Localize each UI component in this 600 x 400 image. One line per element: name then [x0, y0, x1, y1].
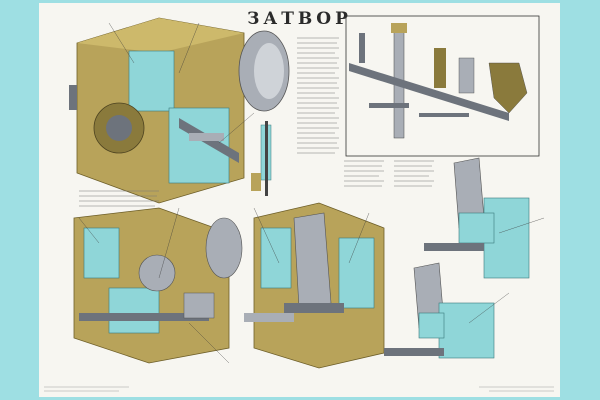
poster-drawing	[44, 15, 554, 392]
left-frame	[0, 0, 39, 400]
main-breech-assembly-illustration	[69, 17, 290, 204]
poster-title: ЗАТВОР	[247, 9, 352, 29]
inset-frame	[345, 15, 540, 157]
cutaway-bottom-left-illustration	[73, 207, 243, 364]
leader-lines	[78, 22, 545, 364]
cutaway-right-lower-illustration	[384, 262, 495, 359]
exploded-parts-illustration	[349, 23, 528, 139]
footer-text	[44, 386, 554, 392]
right-frame	[561, 0, 600, 400]
cutaway-right-upper-illustration	[424, 157, 530, 279]
firing-pin-illustration	[251, 121, 272, 196]
cutaway-bottom-center-illustration	[244, 202, 385, 369]
poster-sheet: ЗАТВОР	[39, 3, 560, 397]
parts-legend	[79, 37, 434, 207]
